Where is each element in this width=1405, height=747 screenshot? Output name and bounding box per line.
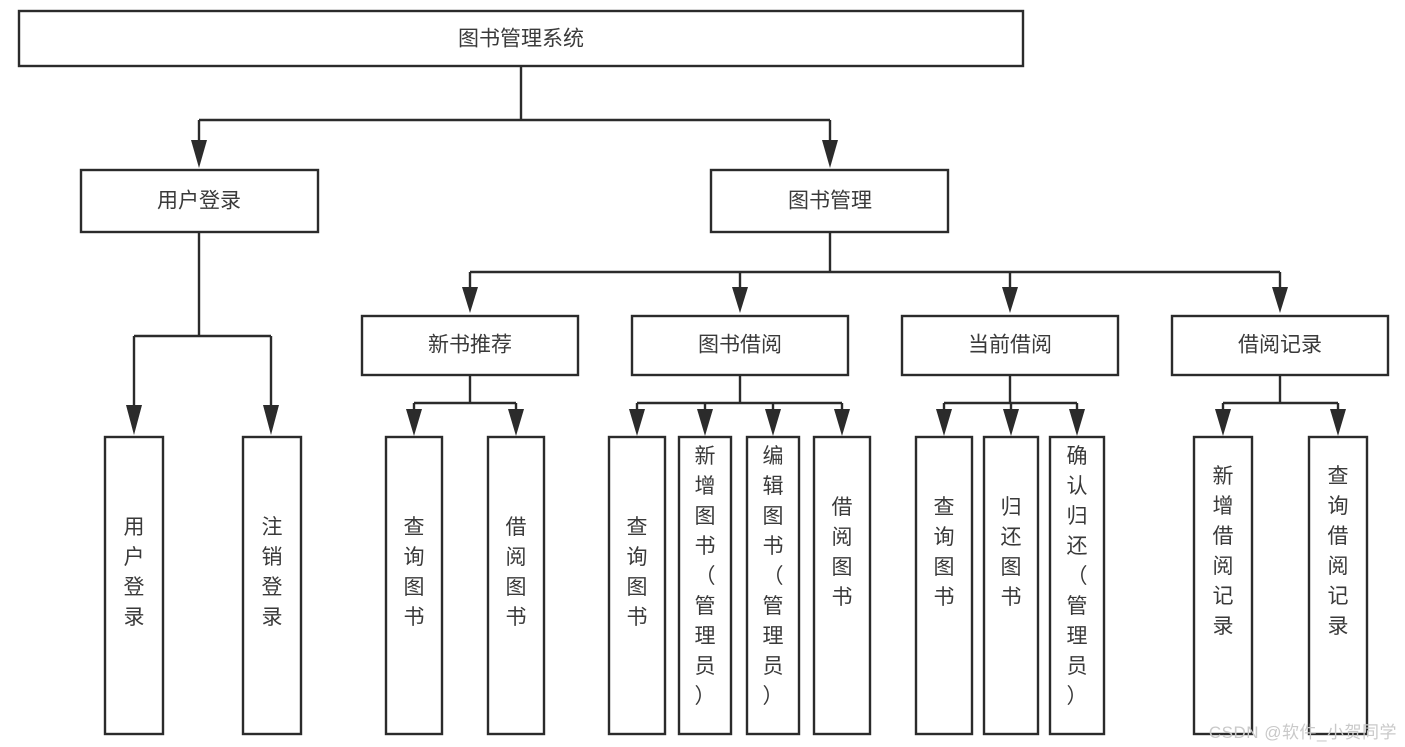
- node-current-borrow[interactable]: 当前借阅: [900, 314, 1120, 377]
- node-user-login[interactable]: 用户登录: [79, 168, 320, 234]
- arrow-head-leaf-confirm-return: [1069, 409, 1085, 436]
- node-leaf-borrow-book-1[interactable]: 借阅图书: [486, 435, 546, 736]
- arrow-head-leaf-edit-book: [765, 409, 781, 436]
- node-book-borrow-label: 图书借阅: [698, 334, 782, 357]
- node-leaf-return-book-label: 归还图书: [1001, 496, 1022, 609]
- arrow-head-leaf-add-record: [1215, 409, 1231, 436]
- arrow-head-leaf-query-book-1: [406, 409, 422, 436]
- node-leaf-edit-book-label: 编辑图书（管理员）: [763, 445, 784, 708]
- arrow-head-leaf-user-login: [126, 405, 142, 435]
- node-leaf-edit-book[interactable]: 编辑图书（管理员）: [745, 435, 801, 736]
- node-leaf-borrow-book-2-label: 借阅图书: [832, 496, 853, 609]
- node-leaf-borrow-book-2[interactable]: 借阅图书: [812, 435, 872, 736]
- node-new-book-rec-label: 新书推荐: [428, 334, 512, 357]
- node-leaf-query-book-3-box[interactable]: [914, 435, 974, 736]
- node-leaf-add-book-box[interactable]: [677, 435, 733, 736]
- node-leaf-query-book-3-label: 查询图书: [934, 496, 955, 609]
- node-leaf-logout-box[interactable]: [241, 435, 303, 736]
- node-leaf-logout[interactable]: 注销登录: [241, 435, 303, 736]
- arrow-head-leaf-add-book: [697, 409, 713, 436]
- node-leaf-user-login[interactable]: 用户登录: [103, 435, 165, 736]
- node-book-manage-label: 图书管理: [788, 190, 872, 213]
- node-leaf-logout-label: 注销登录: [262, 516, 283, 629]
- node-leaf-user-login-label: 用户登录: [124, 516, 145, 629]
- connector-layer: [126, 66, 1346, 436]
- node-new-book-rec-box[interactable]: [360, 314, 580, 377]
- node-leaf-query-record-label: 查询借阅记录: [1328, 465, 1349, 638]
- node-root-box[interactable]: [17, 9, 1025, 68]
- node-leaf-add-book-label: 新增图书（管理员）: [695, 445, 716, 708]
- node-leaf-query-book-2-label: 查询图书: [627, 516, 648, 629]
- node-borrow-record-label: 借阅记录: [1238, 334, 1322, 357]
- node-leaf-query-book-1[interactable]: 查询图书: [384, 435, 444, 736]
- arrow-head-leaf-query-book-3: [936, 409, 952, 436]
- node-borrow-record[interactable]: 借阅记录: [1170, 314, 1390, 377]
- node-leaf-borrow-book-1-box[interactable]: [486, 435, 546, 736]
- node-leaf-query-book-1-box[interactable]: [384, 435, 444, 736]
- csdn-watermark: CSDN @软件_小贺同学: [1208, 723, 1397, 742]
- node-leaf-confirm-return-box[interactable]: [1048, 435, 1106, 736]
- node-current-borrow-box[interactable]: [900, 314, 1120, 377]
- node-leaf-confirm-return-label: 确认归还（管理员）: [1067, 445, 1088, 708]
- node-user-login-box[interactable]: [79, 168, 320, 234]
- node-leaf-add-record[interactable]: 新增借阅记录: [1192, 435, 1254, 736]
- arrow-head-userlogin: [191, 140, 207, 168]
- node-borrow-record-box[interactable]: [1170, 314, 1390, 377]
- node-leaf-return-book[interactable]: 归还图书: [982, 435, 1040, 736]
- arrow-head-leaf-borrow-book-1: [508, 409, 524, 436]
- arrow-head-bookmanage: [822, 140, 838, 168]
- node-leaf-return-book-box[interactable]: [982, 435, 1040, 736]
- arrow-head-bookborrow: [732, 287, 748, 313]
- node-leaf-query-book-3[interactable]: 查询图书: [914, 435, 974, 736]
- arrow-head-currentborrow: [1002, 287, 1018, 313]
- node-leaf-add-record-box[interactable]: [1192, 435, 1254, 736]
- node-leaf-add-record-label: 新增借阅记录: [1213, 465, 1234, 638]
- node-book-manage-box[interactable]: [709, 168, 950, 234]
- arrow-head-leaf-query-record: [1330, 409, 1346, 436]
- node-current-borrow-label: 当前借阅: [968, 334, 1052, 357]
- node-new-book-rec[interactable]: 新书推荐: [360, 314, 580, 377]
- node-leaf-confirm-return[interactable]: 确认归还（管理员）: [1048, 435, 1106, 736]
- node-book-borrow-box[interactable]: [630, 314, 850, 377]
- node-leaf-query-record-box[interactable]: [1307, 435, 1369, 736]
- node-leaf-query-book-2-box[interactable]: [607, 435, 667, 736]
- node-leaf-query-book-2[interactable]: 查询图书: [607, 435, 667, 736]
- arrow-head-borrowrecord: [1272, 287, 1288, 313]
- node-book-manage[interactable]: 图书管理: [709, 168, 950, 234]
- node-user-login-label: 用户登录: [157, 190, 241, 213]
- node-leaf-add-book[interactable]: 新增图书（管理员）: [677, 435, 733, 736]
- node-book-borrow[interactable]: 图书借阅: [630, 314, 850, 377]
- arrow-head-leaf-return-book: [1003, 409, 1019, 436]
- node-leaf-query-book-1-label: 查询图书: [404, 516, 425, 629]
- node-leaf-edit-book-box[interactable]: [745, 435, 801, 736]
- node-leaf-borrow-book-1-label: 借阅图书: [506, 516, 527, 629]
- node-root-label: 图书管理系统: [458, 28, 584, 51]
- node-root[interactable]: 图书管理系统: [17, 9, 1025, 68]
- arrow-head-leaf-query-book-2: [629, 409, 645, 436]
- arrow-head-leaf-borrow-book-2: [834, 409, 850, 436]
- arrow-head-leaf-logout: [263, 405, 279, 435]
- node-leaf-query-record[interactable]: 查询借阅记录: [1307, 435, 1369, 736]
- arrow-head-newbookrec: [462, 287, 478, 313]
- node-leaf-user-login-box[interactable]: [103, 435, 165, 736]
- node-leaf-borrow-book-2-box[interactable]: [812, 435, 872, 736]
